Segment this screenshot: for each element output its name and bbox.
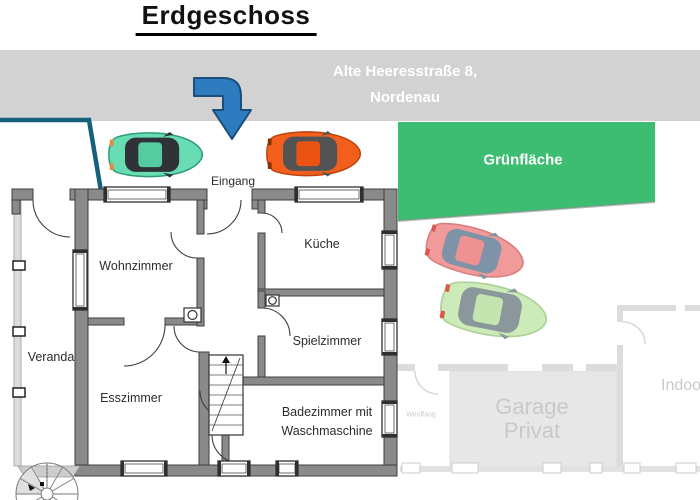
staircase	[208, 354, 244, 436]
indoor-label: Indoo	[661, 377, 700, 394]
label-badezimmer: Badezimmer mit Waschmaschine	[281, 405, 373, 438]
door-arcs	[32, 199, 291, 464]
veranda-wall	[12, 191, 26, 467]
car-green	[439, 281, 548, 340]
boundary-line	[0, 117, 104, 192]
label-esszimmer: Esszimmer	[100, 391, 162, 405]
street-banner-text: Alte Heeresstraße 8, Nordenau	[255, 59, 555, 111]
background-plan	[397, 305, 700, 474]
spiral-staircase	[15, 462, 81, 500]
car-teal	[108, 131, 204, 178]
car-red	[424, 222, 524, 280]
windfang-label: Windfang	[406, 411, 436, 419]
label-eingang: Eingang	[210, 174, 256, 188]
fixtures	[183, 294, 280, 323]
driveway-arrow	[193, 77, 252, 140]
street-banner	[0, 50, 700, 121]
page-title: Erdgeschoss	[135, 0, 317, 36]
green-area-label: Grünfläche	[483, 151, 563, 169]
garage-label: Garage Privat	[495, 394, 569, 443]
car-orange	[266, 130, 362, 177]
street-line1: Alte Heeresstraße 8,	[332, 63, 478, 80]
green-area	[397, 122, 656, 222]
label-kueche: Küche	[304, 237, 340, 251]
windows	[72, 186, 398, 477]
label-veranda: Veranda	[27, 350, 75, 364]
label-wohnzimmer: Wohnzimmer	[99, 259, 173, 273]
street-line2: Nordenau	[369, 89, 440, 106]
label-spielzimmer: Spielzimmer	[292, 334, 362, 348]
